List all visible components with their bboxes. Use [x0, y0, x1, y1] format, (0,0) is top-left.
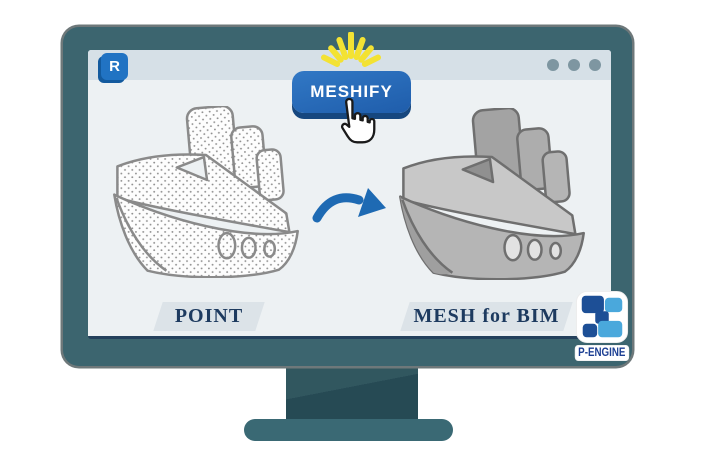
window-control-dot[interactable]	[589, 59, 601, 71]
mesh-caption: MESH for BIM	[405, 302, 568, 331]
conversion-arrow-icon	[312, 188, 386, 223]
window-controls	[547, 59, 601, 71]
mesh-ship	[399, 108, 585, 280]
window-titlebar: R	[88, 50, 611, 80]
p-engine-logo-icon	[575, 290, 629, 344]
monitor-stand-base	[244, 419, 453, 441]
click-hand-cursor-icon	[340, 97, 376, 144]
p-engine-logo-label: P-ENGINE	[574, 345, 630, 361]
point-cloud-ship	[113, 106, 299, 278]
window-control-dot[interactable]	[547, 59, 559, 71]
revit-app-icon: R	[101, 53, 128, 80]
app-icon-letter: R	[109, 58, 120, 75]
point-caption-label: POINT	[174, 305, 244, 327]
monitor-stand-neck	[286, 366, 418, 420]
button-rays-icon	[321, 32, 381, 67]
mesh-caption-label: MESH for BIM	[413, 305, 560, 327]
window-control-dot[interactable]	[568, 59, 580, 71]
p-engine-logo: P-ENGINE	[566, 290, 638, 361]
point-caption: POINT	[158, 302, 260, 331]
